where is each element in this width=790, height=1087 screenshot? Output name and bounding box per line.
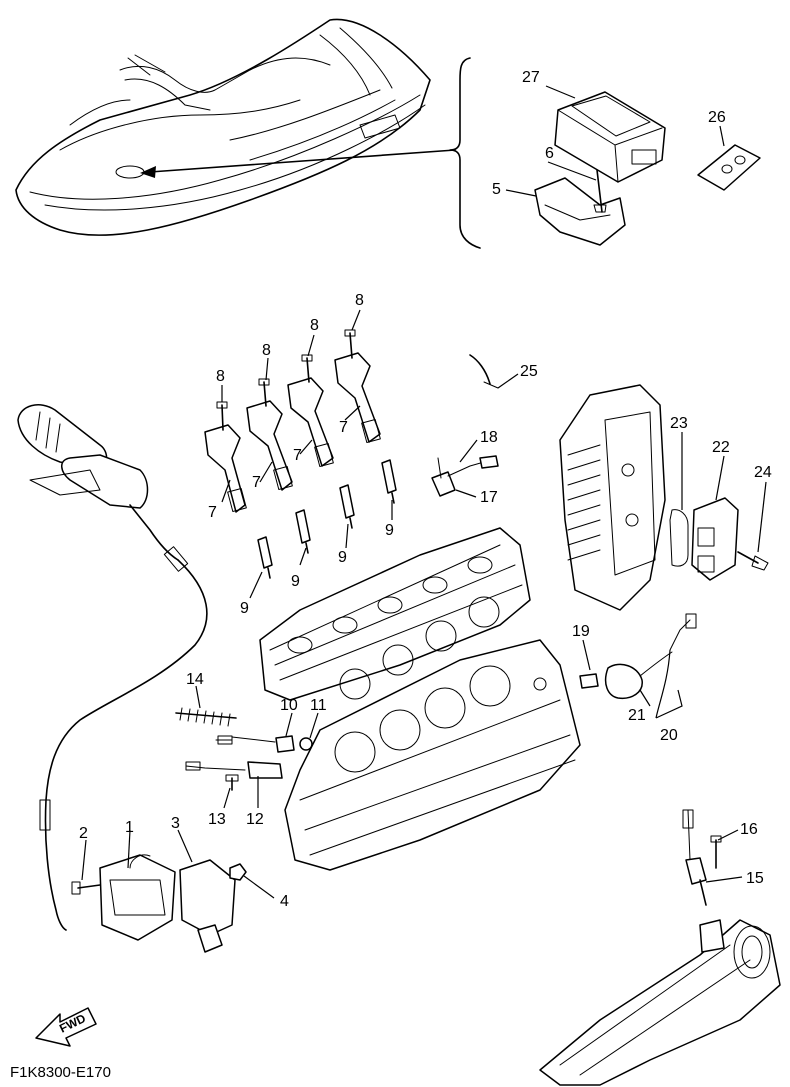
callout-4: 4 [280, 893, 289, 910]
crankcase-side-block [559, 384, 666, 611]
wire-clip-25 [469, 354, 499, 389]
callout-22: 22 [712, 439, 730, 456]
callout-3: 3 [171, 815, 180, 832]
callout-8: 8 [310, 317, 319, 334]
callout-23: 23 [670, 415, 688, 432]
pointer-arrow-icon [140, 166, 156, 178]
callout-7: 7 [252, 474, 261, 491]
spring-14 [175, 707, 237, 727]
sensor-10-11 [215, 735, 313, 753]
rectifier-22 [691, 497, 739, 581]
leader-lines [81, 85, 767, 899]
forward-direction-arrow: FWD [35, 1007, 97, 1047]
ecm-bracket-5 [534, 177, 626, 246]
callout-20: 20 [660, 727, 678, 744]
callout-8: 8 [262, 342, 271, 359]
callout-21: 21 [628, 707, 646, 724]
detail-bracket [140, 57, 481, 249]
figure-code: F1K8300-E170 [10, 1064, 111, 1081]
callout-19: 19 [572, 623, 590, 640]
callout-13: 13 [208, 811, 226, 828]
callout-8: 8 [355, 292, 364, 309]
callout-1: 1 [125, 819, 134, 836]
sensor-12-13 [185, 761, 283, 791]
callout-2: 2 [79, 825, 88, 842]
callout-17: 17 [480, 489, 498, 506]
ignition-coils [204, 352, 381, 513]
callout-10: 10 [280, 697, 298, 714]
callout-labels: 27 26 6 5 8 8 8 8 25 7 7 7 7 18 17 9 9 9… [79, 69, 772, 910]
throttle-sensor-3 [179, 859, 236, 953]
callout-9: 9 [338, 549, 347, 566]
engine-block [259, 527, 581, 871]
callout-26: 26 [708, 109, 726, 126]
callout-14: 14 [186, 671, 204, 688]
callout-9: 9 [291, 573, 300, 590]
bolt-6 [593, 169, 607, 213]
ignition-coil-2 [246, 400, 293, 491]
sensor-19-20-21 [579, 613, 697, 700]
callout-16: 16 [740, 821, 758, 838]
callout-15: 15 [746, 870, 764, 887]
watercraft-illustration [15, 18, 431, 236]
callout-6: 6 [545, 145, 554, 162]
nut-4 [229, 863, 247, 881]
ignition-coil-1 [204, 424, 247, 513]
callout-12: 12 [246, 811, 264, 828]
callout-7: 7 [293, 447, 302, 464]
bolt-24 [737, 551, 769, 571]
exhaust-manifold [539, 919, 781, 1086]
callout-11: 11 [310, 697, 327, 714]
spark-plugs-9 [257, 459, 397, 579]
throttle-body-1 [99, 854, 176, 941]
callout-18: 18 [480, 429, 498, 446]
callout-8: 8 [216, 368, 225, 385]
gasket-23 [669, 509, 689, 567]
ecm-unit-27 [554, 91, 666, 183]
ignition-coil-3 [287, 377, 334, 467]
callout-9: 9 [240, 600, 249, 617]
bolt-2 [71, 881, 101, 895]
throttle-handlebar [17, 404, 208, 931]
callout-25: 25 [520, 363, 538, 380]
remote-transmitter-26 [697, 144, 761, 191]
ignition-coil-4 [334, 352, 381, 443]
callout-24: 24 [754, 464, 772, 481]
sensor-15 [682, 809, 707, 906]
callout-27: 27 [522, 69, 540, 86]
callout-9: 9 [385, 522, 394, 539]
callout-7: 7 [208, 504, 217, 521]
bolt-16 [710, 835, 722, 869]
sensor-17-18 [431, 455, 499, 497]
callout-7: 7 [339, 419, 348, 436]
callout-5: 5 [492, 181, 501, 198]
coil-bolts-8 [216, 329, 356, 431]
